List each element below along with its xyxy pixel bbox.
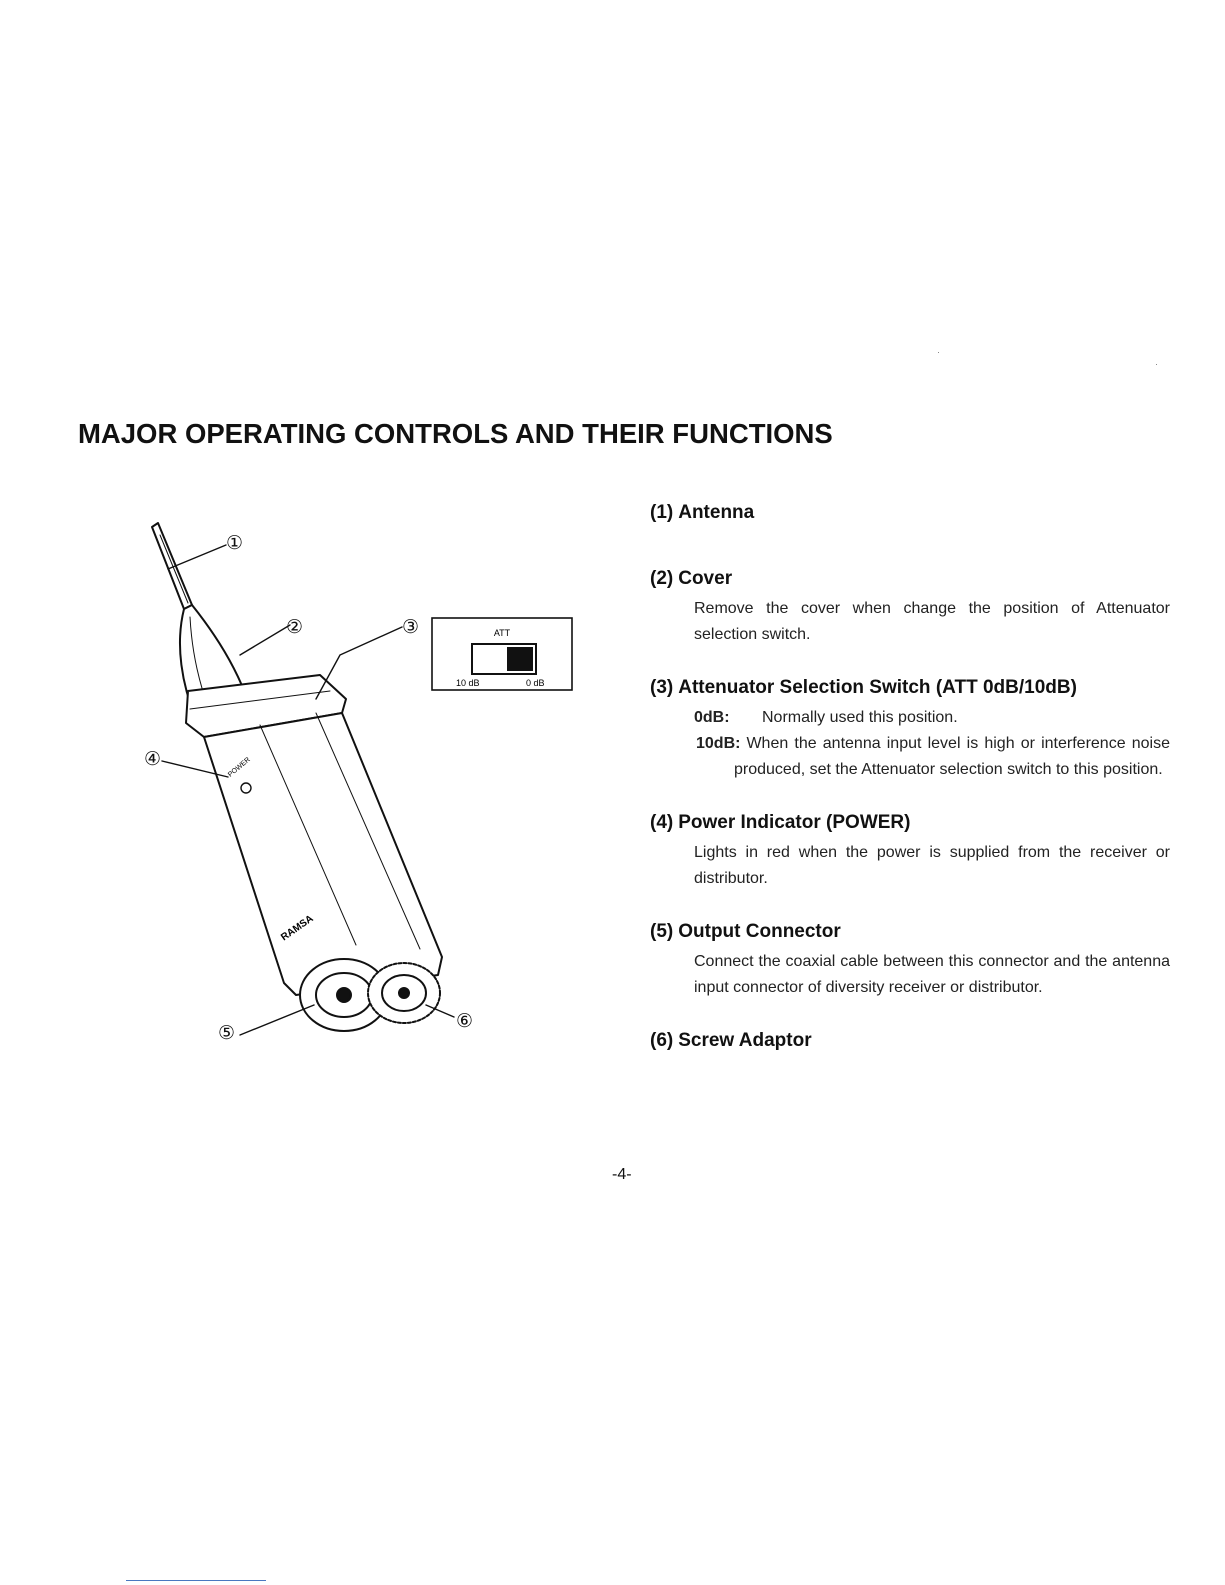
item-description: Lights in red when the power is supplied…: [694, 844, 1170, 887]
antenna-rod: [151, 522, 193, 610]
item-title: Screw Adaptor: [678, 1030, 812, 1051]
unit-body: [203, 712, 443, 996]
item-number: (6): [650, 1030, 674, 1051]
scan-speck: [1156, 364, 1157, 365]
item-title: Cover: [678, 568, 733, 589]
item-title: Output Connector: [678, 921, 841, 942]
list-item-screw-adaptor: (6)Screw Adaptor: [650, 1028, 1170, 1054]
sub-item-0db: 0dB: Normally used this position.: [694, 705, 1170, 731]
antenna-unit-illustration: POWER RAMSA ① ② ③ ④ ⑤ ⑥ ATT 10 dB 0 dB: [144, 522, 573, 1044]
item-title: Attenuator Selection Switch (ATT 0dB/10d…: [678, 677, 1077, 698]
power-indicator-lamp: [240, 782, 252, 794]
page-number: -4-: [612, 1166, 632, 1183]
sub-item-10db: 10dB:When the antenna input level is hig…: [694, 731, 1170, 783]
list-item-output-connector: (5)Output Connector Connect the coaxial …: [650, 919, 1170, 1001]
callout-1: ①: [226, 532, 243, 554]
callout-5: ⑤: [218, 1022, 235, 1044]
item-number: (1): [650, 502, 674, 523]
list-item-cover: (2)Cover Remove the cover when change th…: [650, 566, 1170, 648]
bottom-edge-line: [126, 1580, 266, 1581]
att-switch-inset: ATT 10 dB 0 dB: [431, 617, 573, 691]
item-title: Power Indicator (POWER): [678, 812, 911, 833]
item-number: (2): [650, 568, 674, 589]
item-description: Connect the coaxial cable between this c…: [694, 953, 1170, 996]
scan-speck: [938, 352, 939, 353]
list-item-attenuator-switch: (3)Attenuator Selection Switch (ATT 0dB/…: [650, 675, 1170, 783]
callout-6: ⑥: [456, 1010, 473, 1032]
att-switch-knob: [507, 647, 533, 671]
item-title: Antenna: [678, 502, 755, 523]
att-switch-left-label: 10 dB: [456, 678, 480, 688]
item-number: (4): [650, 812, 674, 833]
sub-item-text: When the antenna input level is high or …: [734, 735, 1170, 778]
sub-item-label: 0dB:: [694, 709, 730, 726]
callout-2: ②: [286, 616, 303, 638]
list-item-power-indicator: (4)Power Indicator (POWER) Lights in red…: [650, 810, 1170, 892]
item-number: (5): [650, 921, 674, 942]
callout-4: ④: [144, 748, 161, 770]
page-title: MAJOR OPERATING CONTROLS AND THEIR FUNCT…: [78, 418, 833, 449]
item-number: (3): [650, 677, 674, 698]
controls-list: (1)Antenna (2)Cover Remove the cover whe…: [650, 500, 1170, 1081]
sub-item-text: Normally used this position.: [762, 709, 958, 726]
att-switch-right-label: 0 dB: [526, 678, 545, 688]
callout-3: ③: [402, 616, 419, 638]
sub-item-label: 10dB:: [696, 735, 741, 752]
att-switch-title: ATT: [494, 628, 511, 638]
item-description: Remove the cover when change the positio…: [694, 600, 1170, 643]
list-item-antenna: (1)Antenna: [650, 500, 1170, 526]
